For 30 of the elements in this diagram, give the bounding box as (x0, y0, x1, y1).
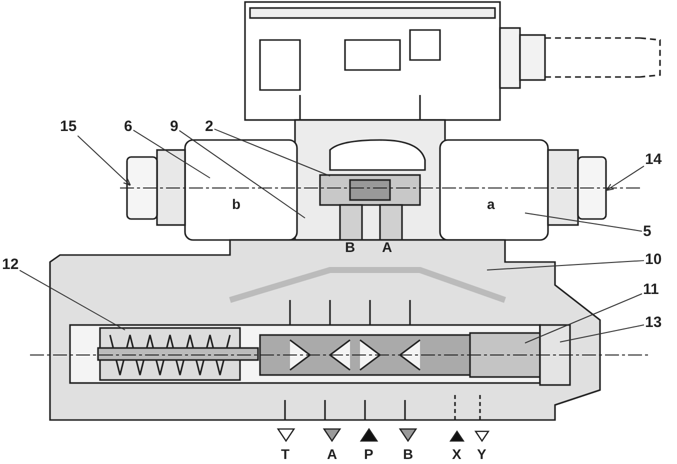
port-label: X (452, 447, 462, 462)
leader-line (524, 293, 642, 344)
leader-line (132, 130, 210, 178)
leader-line (486, 260, 644, 270)
callout-number: 14 (645, 152, 662, 168)
port-label: A (327, 447, 338, 462)
port-label: B (345, 240, 356, 255)
leader-line (606, 166, 644, 191)
solenoid-label: a (487, 197, 495, 212)
callout-number: 13 (645, 315, 662, 331)
port-label: P (364, 447, 374, 462)
callout-number: 11 (643, 282, 659, 298)
callout-number: 9 (170, 119, 178, 135)
leader-line (77, 135, 132, 186)
callout-number: 6 (124, 119, 132, 135)
callout-number: 12 (2, 257, 19, 273)
solenoid-label: b (232, 197, 241, 212)
port-label: Y (477, 447, 486, 462)
callout-number: 5 (643, 224, 652, 240)
port-label: T (281, 447, 290, 462)
callout-number: 15 (60, 119, 77, 135)
port-label: A (382, 240, 392, 255)
leader-line (178, 130, 306, 218)
leader-line (524, 212, 642, 232)
callout-number: 2 (205, 119, 214, 135)
leader-line (19, 270, 126, 330)
callout-number: 10 (645, 252, 662, 268)
leader-line (214, 128, 330, 176)
leader-line (560, 324, 644, 342)
port-label: B (403, 447, 414, 462)
